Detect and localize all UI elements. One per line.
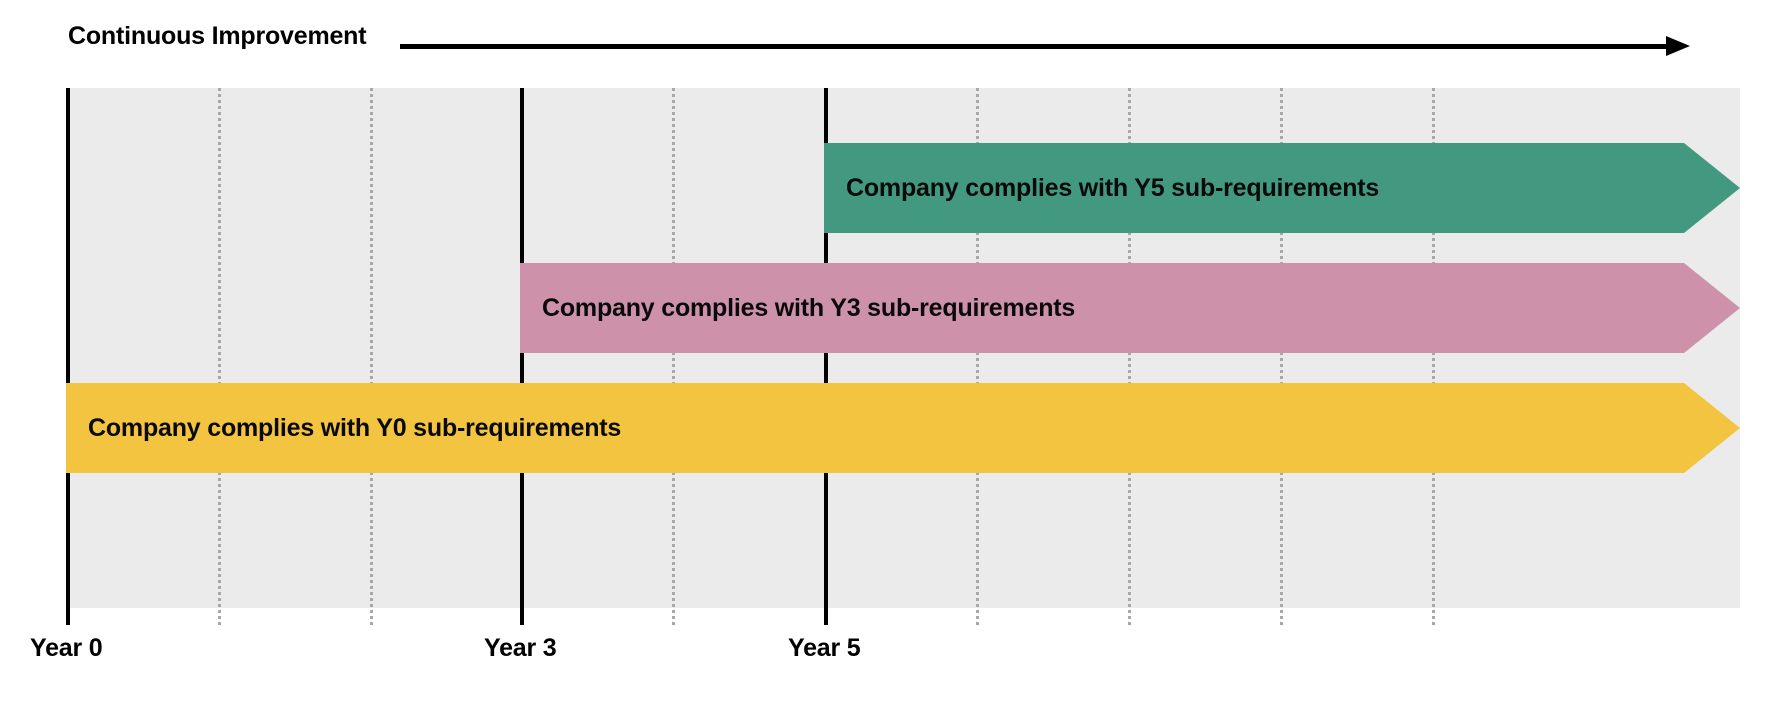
gridline-year-8 (1280, 88, 1283, 625)
bar-y5-compliance[interactable]: Company complies with Y5 sub-requirement… (824, 143, 1740, 233)
bar-y3-compliance[interactable]: Company complies with Y3 sub-requirement… (520, 263, 1740, 353)
gridline-year-6 (976, 88, 979, 625)
gridline-year-7 (1128, 88, 1131, 625)
bar-y5-label: Company complies with Y5 sub-requirement… (846, 173, 1380, 202)
bar-y5-shape (824, 143, 1740, 233)
gridline-year-3 (520, 88, 524, 625)
header-row: Continuous Improvement (0, 22, 1788, 68)
gridline-year-5 (824, 88, 828, 625)
right-arrow-icon (1666, 36, 1690, 56)
tick-label-year-5: Year 5 (788, 634, 861, 662)
bar-y0-shape (66, 383, 1740, 473)
gridline-year-2 (370, 88, 373, 625)
bar-y0-label: Company complies with Y0 sub-requirement… (88, 413, 622, 442)
bar-y3-shape (520, 263, 1740, 353)
tick-label-year-0: Year 0 (30, 634, 103, 662)
bar-y3-label: Company complies with Y3 sub-requirement… (542, 293, 1076, 322)
gridline-year-4 (672, 88, 675, 625)
continuous-improvement-arrow-icon (400, 36, 1690, 56)
bar-y0-compliance[interactable]: Company complies with Y0 sub-requirement… (66, 383, 1740, 473)
gridline-year-9 (1432, 88, 1435, 625)
page-title: Continuous Improvement (68, 22, 367, 50)
gridline-year-0 (66, 88, 70, 625)
arrow-shaft (400, 44, 1668, 49)
tick-label-year-3: Year 3 (484, 634, 557, 662)
gridline-year-1 (218, 88, 221, 625)
